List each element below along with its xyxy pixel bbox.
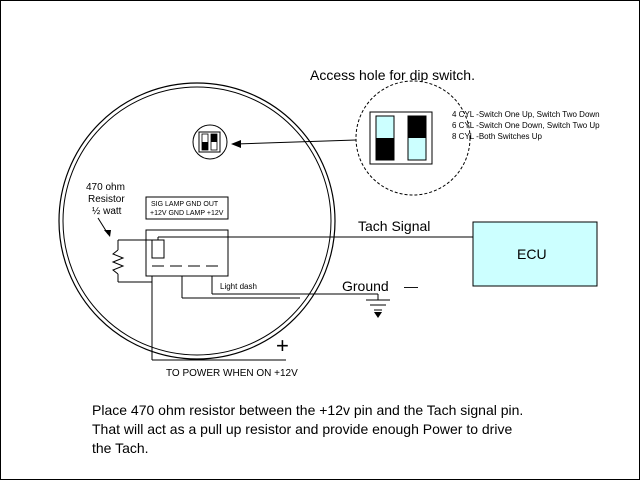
dip-switch-detail [355,80,471,196]
note-line-2: That will act as a pull up resistor and … [92,421,512,437]
dip-access-hole [192,124,228,160]
ground-icon [366,299,390,318]
gauge-inner-ring [62,86,332,356]
resistor [111,239,158,283]
pin-label-box [145,196,229,220]
dip-switch-1-knob [376,138,394,160]
ground-dash: — [404,278,418,294]
light-dash-label: Light dash [220,282,257,291]
dip-switch-2-knob [408,116,426,138]
dip-setting-8cyl: 8 CYL -Both Switches Up [452,132,543,141]
pointer-arrow-icon [231,140,241,148]
pin-labels-top: SIG LAMP GND OUT [151,201,219,208]
dip-setting-6cyl: 6 CYL -Switch One Down, Switch Two Up [452,121,600,130]
resistor-label-line3: ½ watt [92,206,122,217]
resistor-label-line2: Resistor [88,194,125,205]
gauge-outer-ring [58,82,336,360]
note-line-1: Place 470 ohm resistor between the +12v … [92,402,523,418]
connector-block [145,229,229,277]
dip-setting-4cyl: 4 CYL -Switch One Up, Switch Two Down [452,110,600,119]
ecu-box [472,221,598,287]
note-line-3: the Tach. [92,440,149,456]
pin-labels-bottom: +12V GND LAMP +12V [150,210,224,217]
ecu-label: ECU [517,246,547,262]
ground-label: Ground [342,278,389,294]
power-plus-icon: + [276,333,289,358]
tach-signal-label: Tach Signal [358,218,430,234]
resistor-arrow-icon [104,230,111,237]
access-hole-label: Access hole for dip switch. [310,67,475,83]
resistor-label-line1: 470 ohm [86,182,125,193]
power-label: TO POWER WHEN ON +12V [166,368,298,379]
pointer-line [235,139,357,145]
